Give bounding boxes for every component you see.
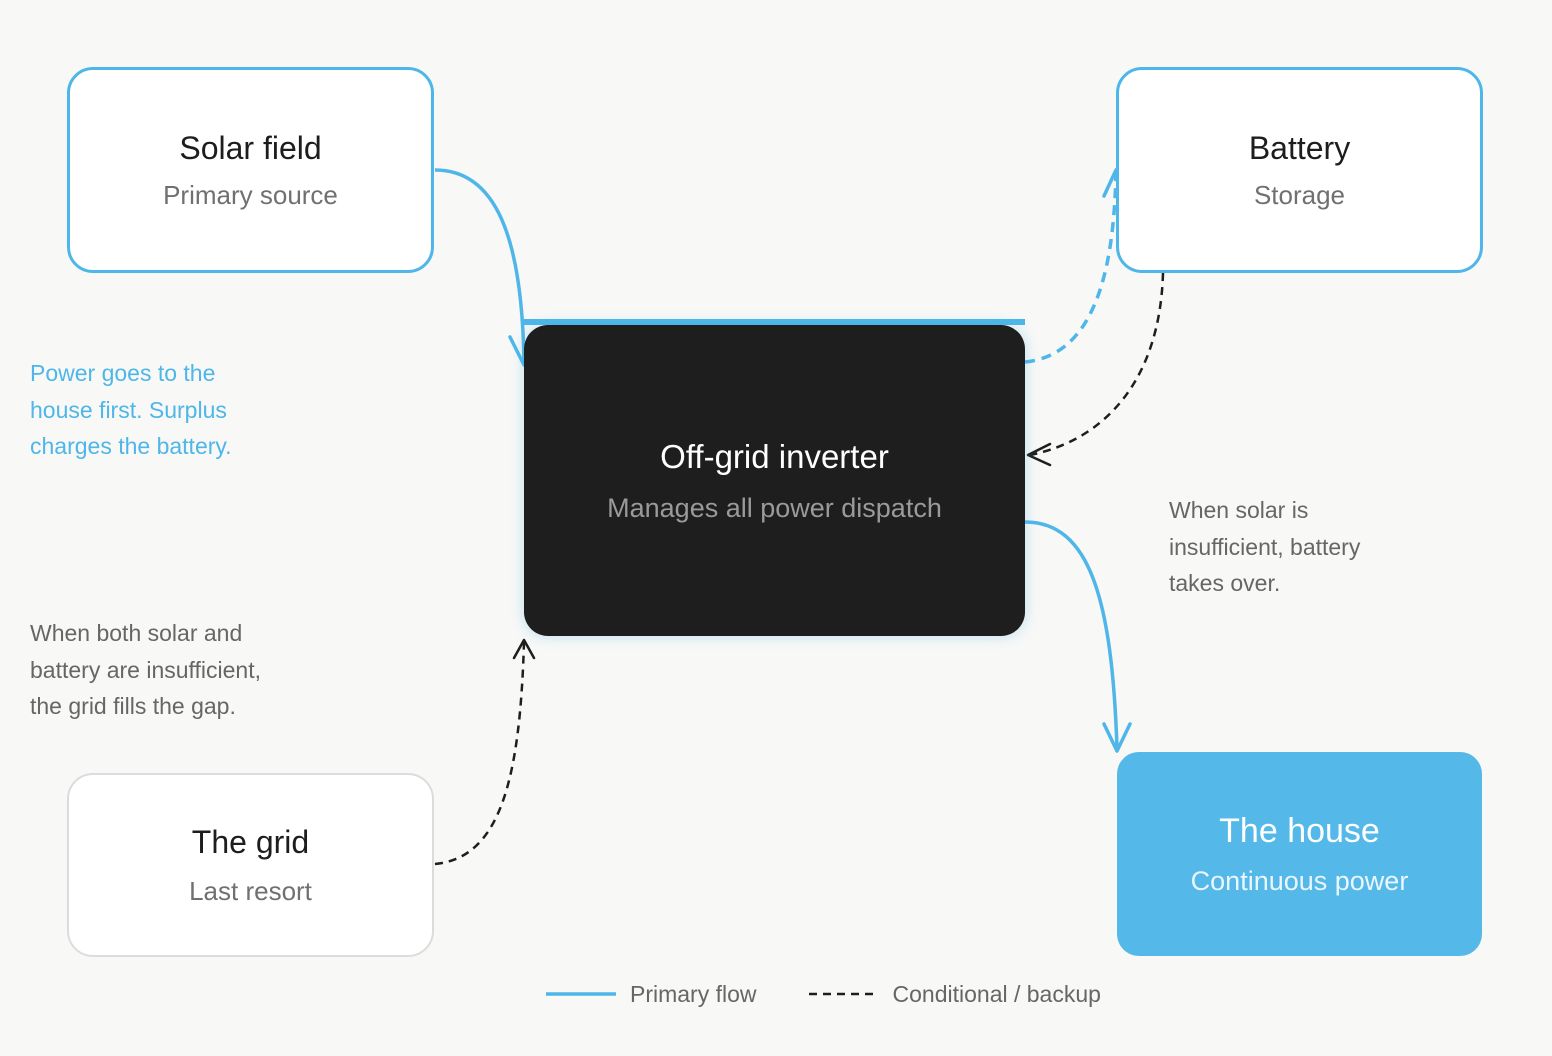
arrowhead-grid-to-inverter: [512, 638, 536, 660]
node-the-house: The house Continuous power: [1117, 752, 1482, 956]
grid-title: The grid: [191, 824, 310, 860]
inverter-title: Off-grid inverter: [660, 437, 889, 475]
node-off-grid-inverter: Off-grid inverter Manages all power disp…: [524, 325, 1025, 636]
inverter-subtitle: Manages all power dispatch: [607, 492, 942, 523]
legend-label-conditional: Conditional / backup: [892, 980, 1101, 1007]
legend-item-primary: Primary flow: [546, 981, 757, 1008]
house-title: The house: [1219, 811, 1380, 850]
edge-grid-to-inverter: [434, 641, 526, 866]
legend-label-primary: Primary flow: [630, 980, 757, 1007]
battery-title: Battery: [1248, 130, 1351, 166]
edge-inverter-to-battery: [1024, 171, 1118, 364]
arrowhead-battery-to-inverter: [1026, 442, 1052, 467]
node-solar-field: Solar field Primary source: [67, 67, 434, 273]
legend-swatch-conditional: [808, 992, 879, 996]
edge-battery-to-inverter: [1029, 272, 1165, 457]
annotation-grid-fallback: When both solar and battery are insuffic…: [30, 620, 261, 719]
legend-item-conditional: Conditional / backup: [808, 980, 1101, 1008]
edge-inverter-to-house: [1024, 520, 1119, 749]
node-battery: Battery Storage: [1116, 67, 1483, 273]
annotation-battery-takeover: When solar is insufficient, battery take…: [1169, 497, 1361, 596]
annotation-solar-surplus: Power goes to the house first. Surplus c…: [30, 360, 232, 459]
arrowhead-inverter-to-house: [1102, 722, 1132, 753]
house-subtitle: Continuous power: [1190, 865, 1409, 896]
solar-field-subtitle: Primary source: [163, 180, 338, 210]
grid-subtitle: Last resort: [189, 876, 312, 906]
battery-subtitle: Storage: [1253, 180, 1346, 210]
legend-swatch-primary: [546, 992, 616, 996]
edge-solar-to-inverter: [434, 168, 526, 363]
node-the-grid: The grid Last resort: [67, 773, 434, 957]
legend: Primary flow Conditional / backup: [546, 976, 1101, 1012]
solar-field-title: Solar field: [179, 130, 322, 166]
